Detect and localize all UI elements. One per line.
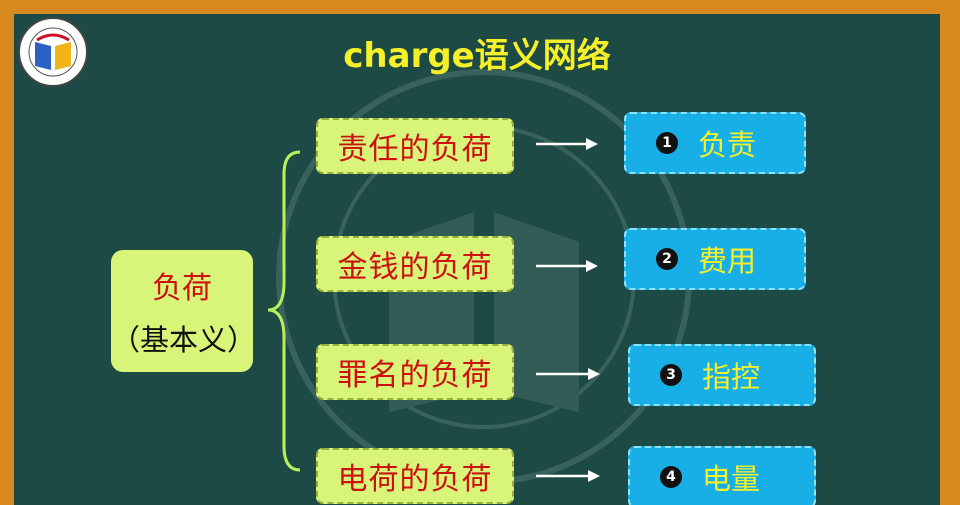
arrow-2: [536, 260, 598, 272]
result-label-2: 费用: [698, 244, 757, 278]
meaning-node-4: 电荷的负荷: [316, 448, 514, 504]
brace-connector: [267, 150, 301, 472]
page-title: charge语义网络: [343, 36, 611, 76]
result-leaf-4: 4 电量: [628, 446, 816, 505]
result-label-3: 指控: [702, 360, 761, 394]
root-node: 负荷 （基本义）: [111, 250, 257, 372]
chalkboard: charge语义网络 负荷 （基本义） 责任的负荷 金钱的负荷 罪名的负荷 电荷…: [14, 14, 940, 505]
result-leaf-3: 3 指控: [628, 344, 816, 406]
meaning-node-1: 责任的负荷: [316, 118, 514, 174]
root-label: 负荷: [152, 271, 212, 306]
number-badge-4: 4: [660, 466, 682, 488]
result-leaf-1: 1 负责: [624, 112, 806, 174]
meaning-node-3: 罪名的负荷: [316, 344, 514, 400]
arrow-4: [536, 470, 600, 482]
result-leaf-2: 2 费用: [624, 228, 806, 290]
number-badge-3: 3: [660, 364, 682, 386]
number-badge-2: 2: [656, 248, 678, 270]
result-label-1: 负责: [698, 128, 757, 162]
root-sublabel: （基本义）: [111, 323, 257, 357]
meaning-node-2: 金钱的负荷: [316, 236, 514, 292]
number-badge-1: 1: [656, 132, 678, 154]
connector-layer: [267, 138, 600, 482]
school-logo: [18, 17, 88, 87]
arrow-1: [536, 138, 598, 150]
result-label-4: 电量: [702, 462, 761, 496]
arrow-3: [536, 368, 600, 380]
